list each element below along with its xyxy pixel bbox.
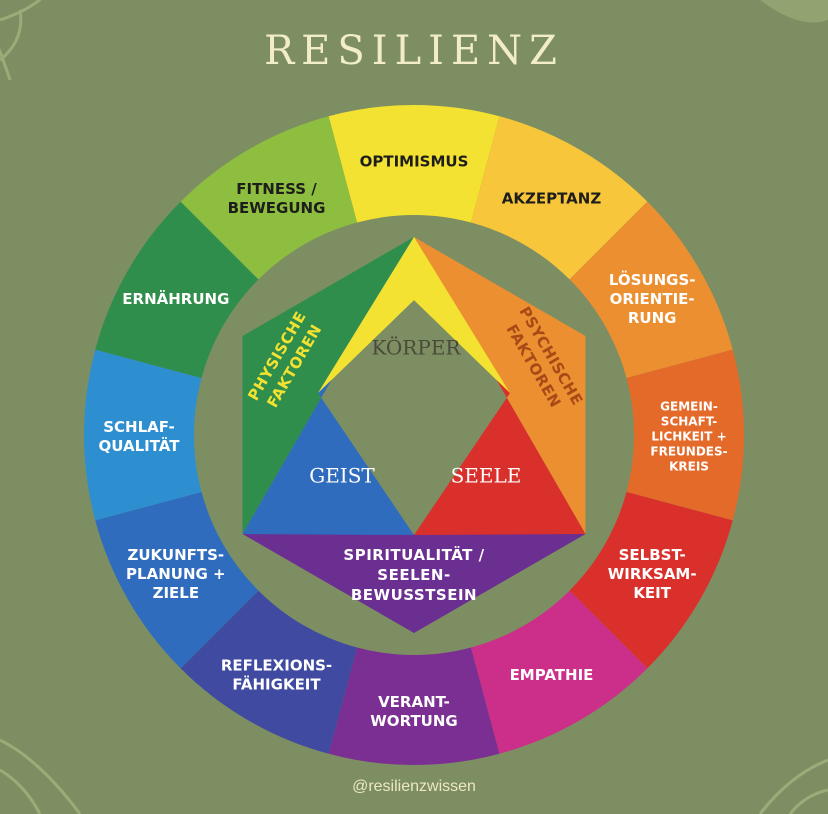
ring-segment-verantwortung (328, 647, 500, 765)
ring-segment-selbstwirksamkeit (569, 491, 733, 669)
ring-segment-schlafqualitaet (84, 349, 202, 521)
ring-segment-empathie (470, 590, 648, 754)
ring-label-ernaehrung: ERNÄHRUNG (122, 289, 229, 308)
ring-label-schlafqualitaet: SCHLAF-QUALITÄT (99, 418, 181, 455)
core-label-geist: GEIST (309, 464, 375, 488)
decorative-leaf-top-left-icon (0, 0, 42, 81)
core-region-geist (242, 237, 414, 535)
ring-segment-optimismus (328, 104, 500, 223)
core-region-seele (414, 237, 586, 535)
decorative-leaf-bottom-right-icon (758, 758, 828, 814)
ring-segment-reflexionsfaehigkeit (180, 590, 358, 754)
factor-label-spiritualitaet: SPIRITUALITÄT /SEELEN-BEWUSSTSEIN (343, 545, 484, 604)
ring-label-fitness: FITNESS /BEWEGUNG (228, 180, 326, 217)
core-region-koerper-top (318, 237, 510, 393)
ring-segment-gemeinschaftlichkeit (626, 349, 744, 521)
author-handle: @resilienzwissen (352, 778, 476, 795)
core-label-seele: SEELE (451, 464, 522, 488)
ring-label-akzeptanz: AKZEPTANZ (502, 189, 602, 207)
page-title: RESILIENZ (264, 28, 564, 74)
decorative-leaf-bottom-left-icon (0, 738, 82, 814)
resilience-ring: OPTIMISMUS AKZEPTANZ LÖSUNGS-ORIENTIE-RUNG… (84, 104, 744, 765)
ring-label-loesungsorientierung: LÖSUNGS-ORIENTIE-RUNG (609, 270, 696, 327)
ring-label-selbstwirksamkeit: SELBST-WIRKSAM-KEIT (608, 546, 697, 602)
ring-label-gemeinschaftlichkeit: GEMEIN-SCHAFT-LICHKEIT +FREUNDES-KREIS (650, 399, 727, 473)
ring-label-verantwortung: VERANT-WORTUNG (370, 693, 457, 730)
core-label-koerper: KÖRPER (372, 335, 462, 360)
ring-label-optimismus: OPTIMISMUS (360, 153, 469, 171)
ring-label-reflexionsfaehigkeit: REFLEXIONS-FÄHIGKEIT (221, 656, 332, 693)
ring-segment-loesungsorientierung (569, 201, 733, 379)
ring-label-zukunftsplanung: ZUKUNFTS-PLANUNG +ZIELE (126, 546, 226, 602)
factor-region-spiritualitaet (242, 534, 586, 633)
ring-segment-akzeptanz (470, 116, 648, 280)
ring-segment-ernaehrung (95, 201, 259, 379)
decorative-shape-top-right-icon (760, 0, 828, 23)
ring-label-empathie: EMPATHIE (510, 666, 594, 684)
ring-segment-fitness (180, 116, 358, 280)
ring-segment-zukunftsplanung (95, 491, 259, 669)
